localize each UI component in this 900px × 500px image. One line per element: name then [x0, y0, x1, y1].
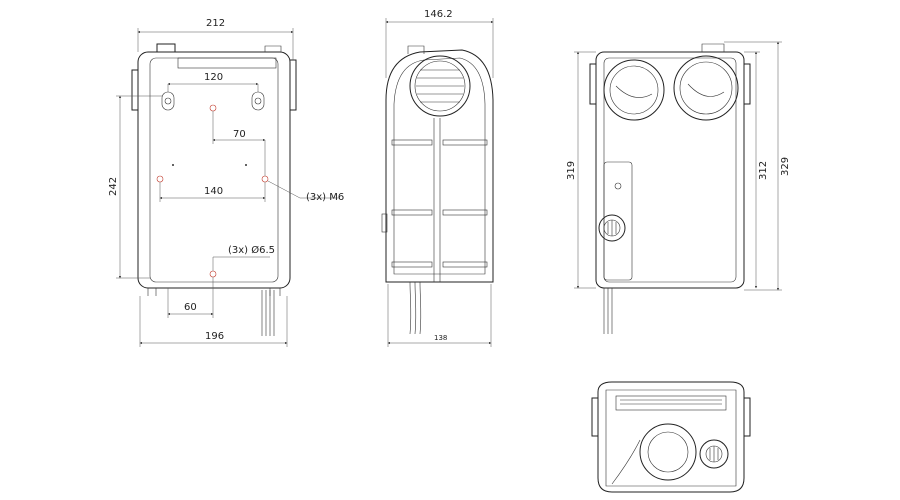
label-242: 242 — [108, 177, 119, 196]
rear-top-knob — [701, 43, 725, 52]
label-312: 312 — [758, 161, 769, 180]
front-body — [137, 51, 291, 289]
front-right-bump — [290, 59, 297, 111]
label-m6: (3x) M6 — [306, 192, 344, 203]
top-port-outer — [639, 423, 697, 481]
label-120: 120 — [204, 72, 223, 83]
label-212: 212 — [206, 18, 225, 29]
side-rail-6 — [442, 261, 488, 268]
top-inner — [605, 389, 737, 487]
leader-hole — [212, 256, 270, 271]
front-center-hole — [209, 104, 217, 112]
rear-port-right-inner — [679, 61, 733, 115]
rear-port-right-outer — [673, 55, 739, 121]
label-60: 60 — [184, 302, 197, 313]
dim-146-ext — [385, 18, 494, 78]
top-grille — [615, 395, 727, 411]
front-right-leg — [269, 288, 281, 296]
rear-small-icon — [614, 182, 622, 190]
front-top-grille — [177, 57, 277, 69]
label-140: 140 — [204, 186, 223, 197]
rear-port-left-inner — [609, 65, 659, 115]
dim-138-ext — [387, 284, 492, 347]
dim-140-ext — [159, 182, 266, 202]
top-curve — [611, 439, 641, 485]
front-m6-right — [261, 175, 269, 183]
side-rail-1 — [391, 139, 433, 146]
label-hole: (3x) Ø6.5 — [228, 244, 275, 256]
label-329: 329 — [780, 157, 791, 176]
front-slot-left-hole — [164, 97, 172, 105]
dim-120-ext — [167, 84, 259, 92]
top-knob-grip — [709, 446, 719, 462]
side-vent-louvers — [416, 69, 464, 103]
dim-212-ext — [137, 28, 294, 60]
label-196: 196 — [205, 331, 224, 342]
side-vent-outer — [409, 55, 471, 117]
rear-right-bump — [744, 63, 751, 105]
front-cable — [261, 290, 275, 336]
dim-60-ext — [167, 277, 214, 318]
leader-m6 — [267, 180, 340, 199]
side-vent-inner — [414, 60, 466, 112]
front-slot-left — [161, 91, 175, 111]
rear-view: 319 312 329 — [566, 41, 791, 334]
side-inner — [393, 57, 486, 275]
front-dot-1 — [172, 164, 174, 166]
rear-port-right-flap — [687, 83, 725, 97]
side-cable — [409, 281, 422, 335]
front-slot-right-hole — [254, 97, 262, 105]
rear-body — [595, 51, 745, 289]
front-m6-left — [156, 175, 164, 183]
rear-left-bump — [589, 63, 596, 105]
front-dot-2 — [245, 164, 247, 166]
side-rail-3 — [391, 209, 433, 216]
top-knob-outer — [699, 439, 729, 469]
top-port-inner — [647, 431, 689, 473]
dim-329-ext — [724, 41, 782, 291]
label-319: 319 — [566, 161, 577, 180]
front-left-leg — [147, 288, 157, 296]
rear-knob-grip — [607, 220, 617, 236]
side-top-nub — [407, 45, 425, 54]
front-top-knob — [156, 43, 176, 52]
front-top-right-knob — [264, 45, 282, 52]
side-rail-2 — [442, 139, 488, 146]
rear-inner — [603, 57, 737, 283]
rear-panel — [603, 161, 633, 281]
top-grille-ribs — [620, 399, 722, 405]
side-rail-5 — [391, 261, 433, 268]
side-view: 146.2 138 — [381, 9, 494, 347]
side-divider — [433, 118, 441, 282]
side-rail-4 — [442, 209, 488, 216]
rear-cable — [603, 288, 613, 334]
front-bottom-hole — [209, 270, 217, 278]
dim-70-ext — [212, 111, 266, 176]
label-70: 70 — [233, 129, 246, 140]
top-body — [597, 381, 745, 493]
dim-319-ext — [574, 51, 596, 289]
top-left-ear — [591, 397, 598, 437]
top-view — [591, 381, 751, 493]
side-clip-left — [381, 213, 388, 233]
label-138: 138 — [434, 334, 447, 342]
label-146: 146.2 — [424, 9, 453, 20]
front-slot-right — [251, 91, 265, 111]
rear-port-left-outer — [603, 59, 665, 121]
front-view: 212 120 70 140 (3x) M6 (3x) Ø6.5 60 196 … — [108, 18, 344, 347]
rear-knob-outer — [598, 214, 626, 242]
front-left-bump — [131, 69, 138, 111]
dim-242-ext — [116, 95, 162, 279]
dim-196-ext — [139, 296, 288, 347]
top-right-ear — [744, 397, 751, 437]
side-body — [385, 49, 494, 283]
rear-port-left-flap — [615, 85, 653, 98]
